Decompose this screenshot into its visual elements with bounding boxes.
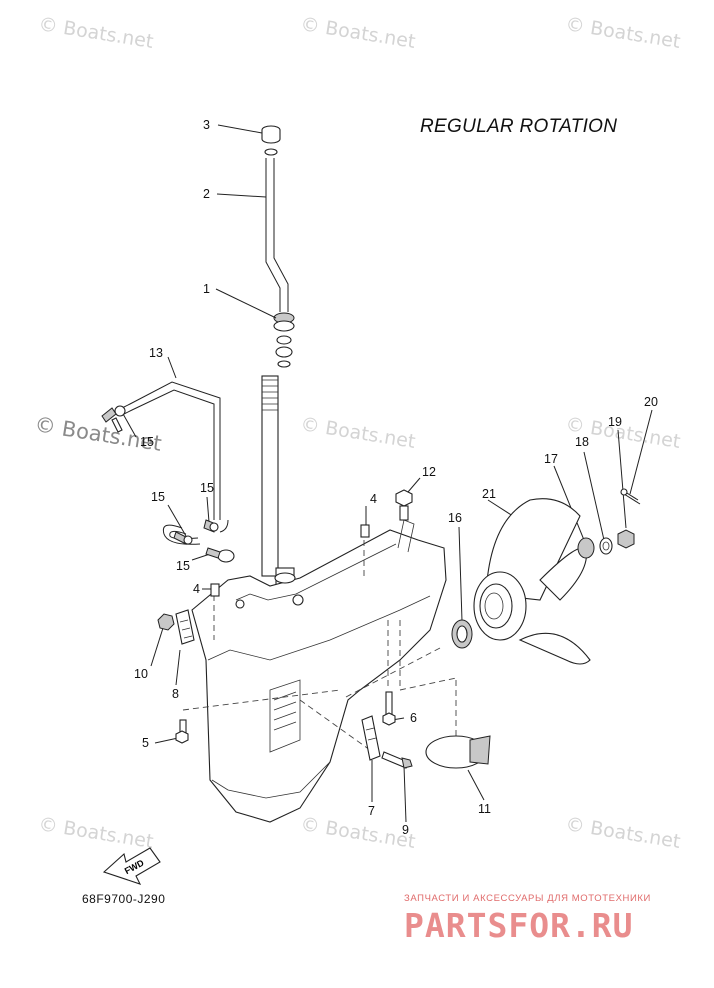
anode-8[interactable] <box>175 609 195 645</box>
cotter-pin-20[interactable] <box>620 488 641 505</box>
callout-11: 11 <box>478 802 491 816</box>
callout-3: 3 <box>203 118 210 132</box>
drive-shaft <box>261 375 295 599</box>
callout-4: 4 <box>193 582 200 596</box>
callout-7: 7 <box>368 804 375 818</box>
callout-20: 20 <box>644 395 658 409</box>
callout-5: 5 <box>142 736 149 750</box>
bolt-12[interactable] <box>395 489 413 521</box>
assembly-dashes <box>182 530 457 751</box>
bolt-6[interactable] <box>382 691 396 726</box>
store-subtitle: ЗАПЧАСТИ И АКСЕССУАРЫ ДЛЯ МОТОТЕХНИКИ <box>404 893 651 904</box>
hose-clips-15[interactable] <box>101 405 235 563</box>
callout-9: 9 <box>402 823 409 837</box>
callout-12: 12 <box>422 465 436 479</box>
callout-6: 6 <box>410 711 417 725</box>
callout-15: 15 <box>200 481 214 495</box>
bolt-9[interactable] <box>381 751 413 769</box>
thrust-washer-16[interactable] <box>451 619 473 649</box>
callout-18: 18 <box>575 435 589 449</box>
callout-4: 4 <box>370 492 377 506</box>
dowel-pin-4a[interactable] <box>360 524 370 538</box>
callout-21: 21 <box>482 487 496 501</box>
callout-17: 17 <box>544 452 558 466</box>
callout-numbers: 3 2 1 13 15 15 15 15 4 4 12 10 8 5 6 7 9… <box>134 118 658 837</box>
callout-2: 2 <box>203 187 210 201</box>
propeller-21[interactable] <box>473 498 591 665</box>
bolt-5[interactable] <box>175 719 189 744</box>
trim-tab-11[interactable] <box>425 735 491 769</box>
spacer-17[interactable] <box>577 537 595 559</box>
callout-16: 16 <box>448 511 462 525</box>
callout-1: 1 <box>203 282 210 296</box>
callout-15: 15 <box>140 435 154 449</box>
nut-10[interactable] <box>157 613 175 631</box>
callout-19: 19 <box>608 415 622 429</box>
water-tube-assembly[interactable] <box>261 125 295 368</box>
fwd-arrow-icon: FWD <box>102 847 161 885</box>
anode-7[interactable] <box>361 715 381 761</box>
callout-8: 8 <box>172 687 179 701</box>
callout-15: 15 <box>151 490 165 504</box>
diagram-code: 68F9700-J290 <box>82 892 166 906</box>
washer-18[interactable] <box>599 537 613 555</box>
dowel-pin-4b[interactable] <box>210 583 220 597</box>
hose-13[interactable] <box>121 381 229 545</box>
diagram-title: REGULAR ROTATION <box>420 116 618 137</box>
callout-13: 13 <box>149 346 163 360</box>
nut-19[interactable] <box>617 529 635 549</box>
callout-15: 15 <box>176 559 190 573</box>
callout-leaders <box>121 124 653 823</box>
callout-10: 10 <box>134 667 148 681</box>
store-logo: PARTSFOR.RU <box>404 906 634 945</box>
lower-casing <box>191 519 447 823</box>
